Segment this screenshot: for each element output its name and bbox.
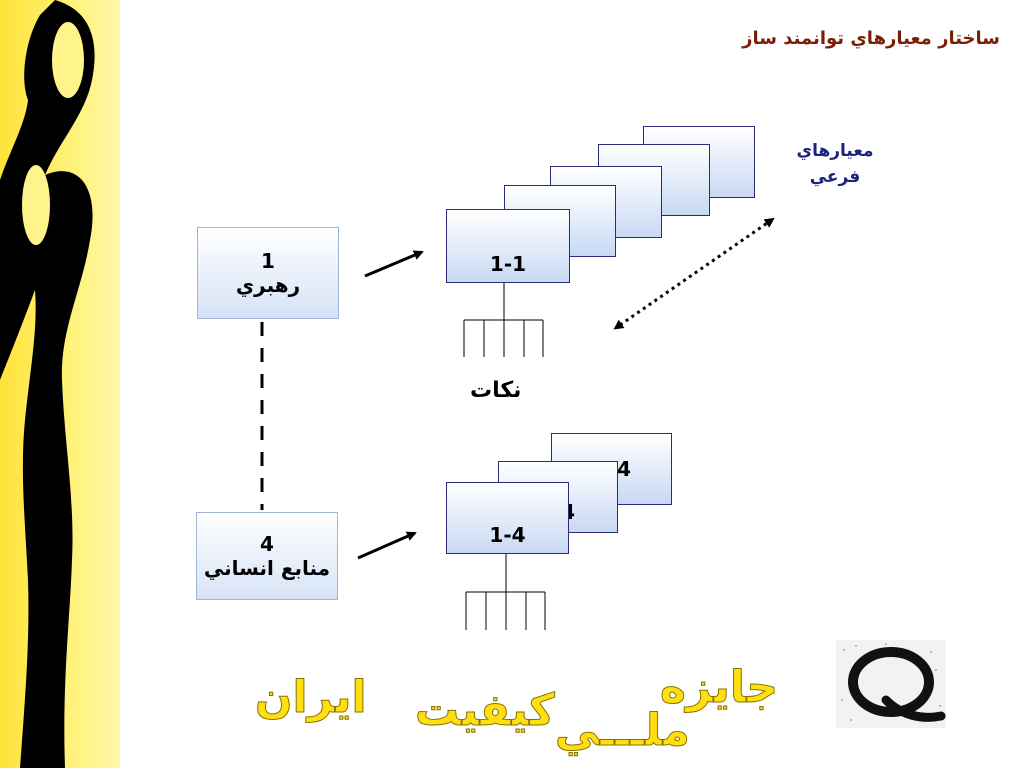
criterion-number: 4	[260, 532, 274, 556]
criterion-name: منابع انساني	[203, 556, 331, 580]
criterion-name: رهبري	[235, 273, 301, 297]
bottom-tree	[465, 554, 546, 630]
footer-word-kiyfiyat: كيفيت	[415, 685, 555, 737]
dotted-double-arrow	[613, 217, 775, 330]
criterion-box-human-resources: 4 منابع انساني	[196, 512, 338, 600]
sub-criteria-label: معيارهاي فرعي	[796, 141, 874, 187]
top-tree	[463, 283, 544, 357]
page-title: ساختار معيارهاي توانمند ساز	[742, 28, 1000, 49]
footer-word-melli: ملـــي	[555, 705, 690, 757]
arrow-bottom	[357, 531, 417, 560]
sub-box-front-bottom-label: 1-4	[489, 523, 526, 547]
nokat-label: نكات	[470, 378, 522, 403]
sub-box-front-bottom: 1-4	[446, 482, 569, 554]
sub-box-bottom-back-label: 4	[617, 457, 631, 481]
criterion-box-leadership: 1 رهبري	[197, 227, 339, 319]
sub-box-front-top-label: 1-1	[489, 252, 527, 276]
decorative-figures-icon	[0, 0, 95, 768]
criterion-number: 1	[261, 249, 275, 273]
footer-word-jayezeh: جايزه	[659, 662, 779, 714]
sub-box-front-top: 1-1	[446, 209, 570, 283]
decorative-sidebar	[0, 0, 120, 768]
footer-word-iran: ايران	[255, 672, 367, 724]
arrow-top	[364, 250, 424, 278]
q-logo-icon	[836, 640, 946, 728]
